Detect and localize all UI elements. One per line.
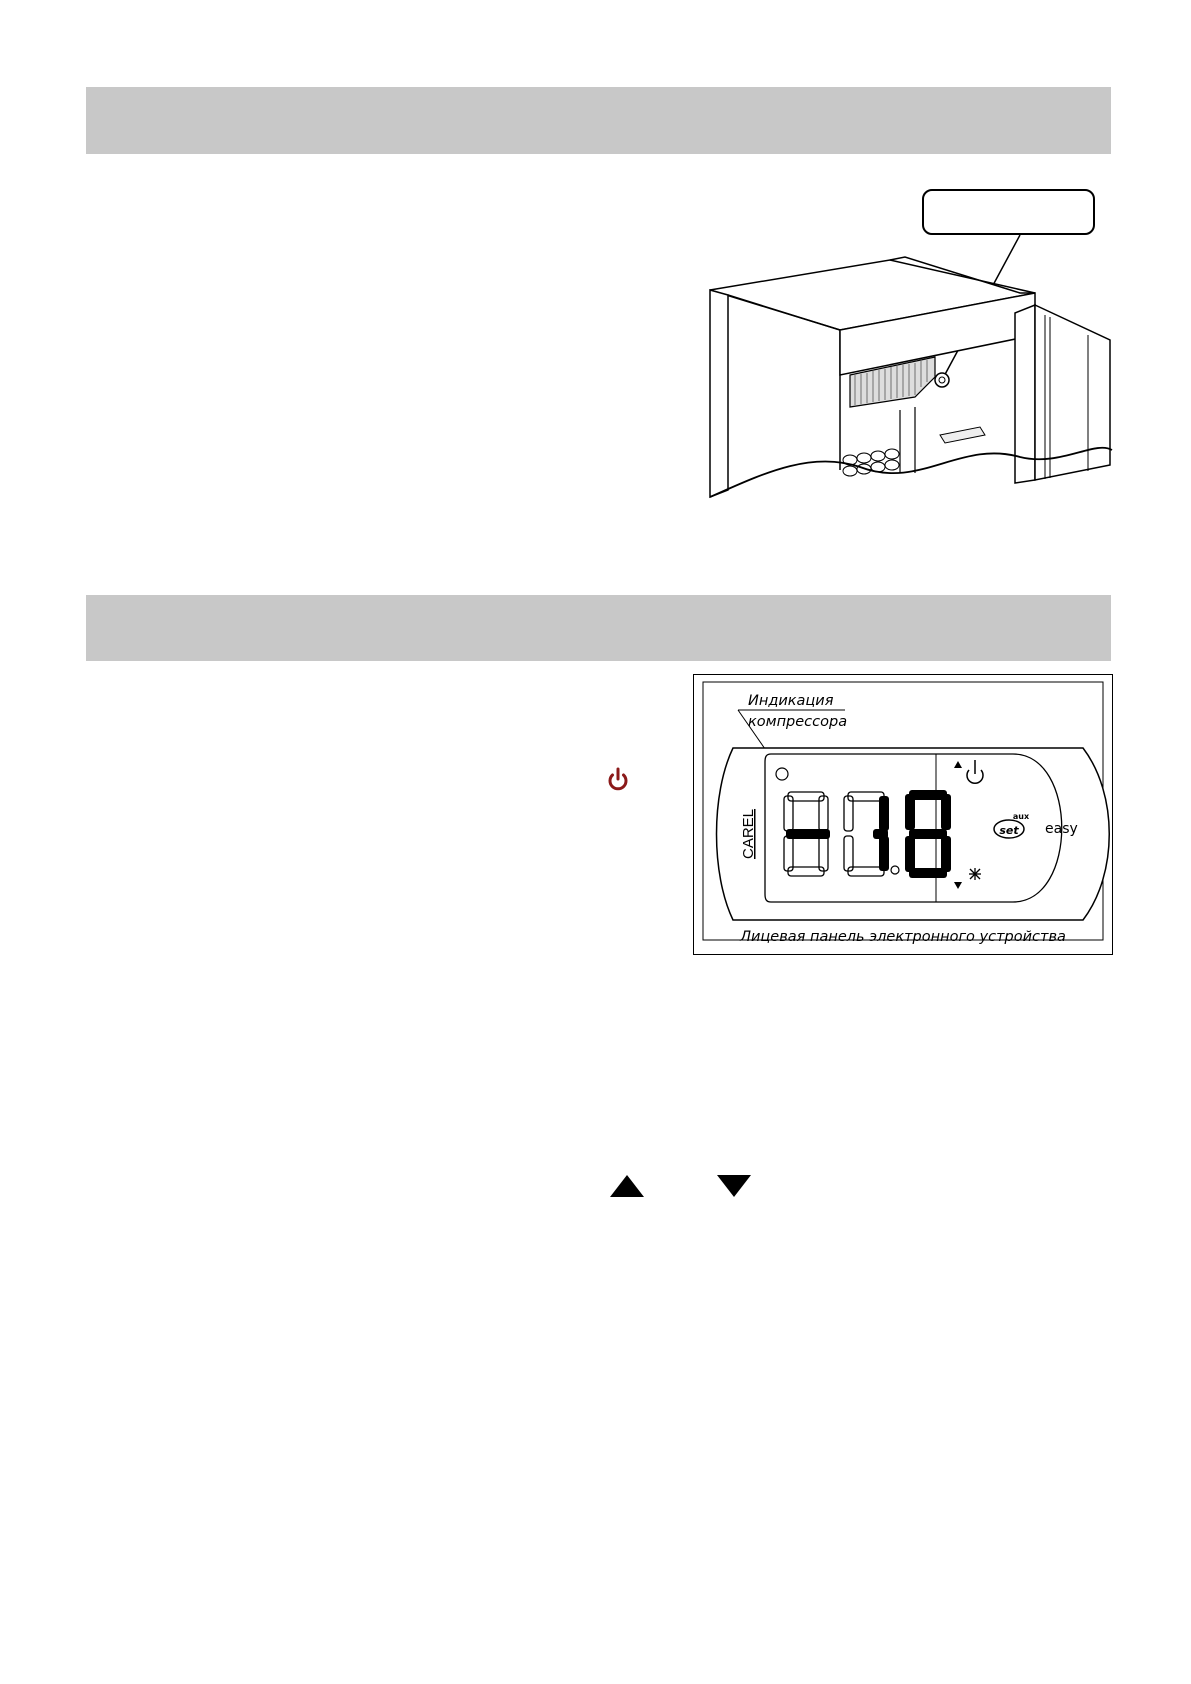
callout-box — [922, 189, 1095, 235]
snowflake-icon — [969, 868, 981, 880]
arrow-up-icon — [610, 1175, 644, 1197]
svg-text:set: set — [999, 824, 1019, 837]
brand-label: CAREL — [740, 809, 757, 859]
compressor-led — [775, 767, 789, 781]
svg-text:aux: aux — [1013, 812, 1030, 821]
indicator-label-line2: компрессора — [748, 714, 847, 730]
section-header-band-2 — [86, 595, 1111, 661]
fridge-illustration — [709, 235, 1113, 499]
arrow-down-icon — [717, 1175, 751, 1197]
panel-down-arrow-icon — [954, 882, 962, 889]
indicator-label-line1: Индикация — [748, 693, 834, 709]
control-panel-figure: Индикация компрессора CAREL — [693, 674, 1113, 955]
panel-set-button — [993, 819, 1025, 839]
section-header-band-1 — [86, 87, 1111, 154]
panel-caption: Лицевая панель электронного устройства — [739, 929, 1066, 945]
easy-label: easy — [1045, 821, 1078, 837]
panel-up-arrow-icon — [954, 761, 962, 768]
power-icon — [608, 767, 628, 791]
panel-power-icon — [966, 760, 984, 785]
